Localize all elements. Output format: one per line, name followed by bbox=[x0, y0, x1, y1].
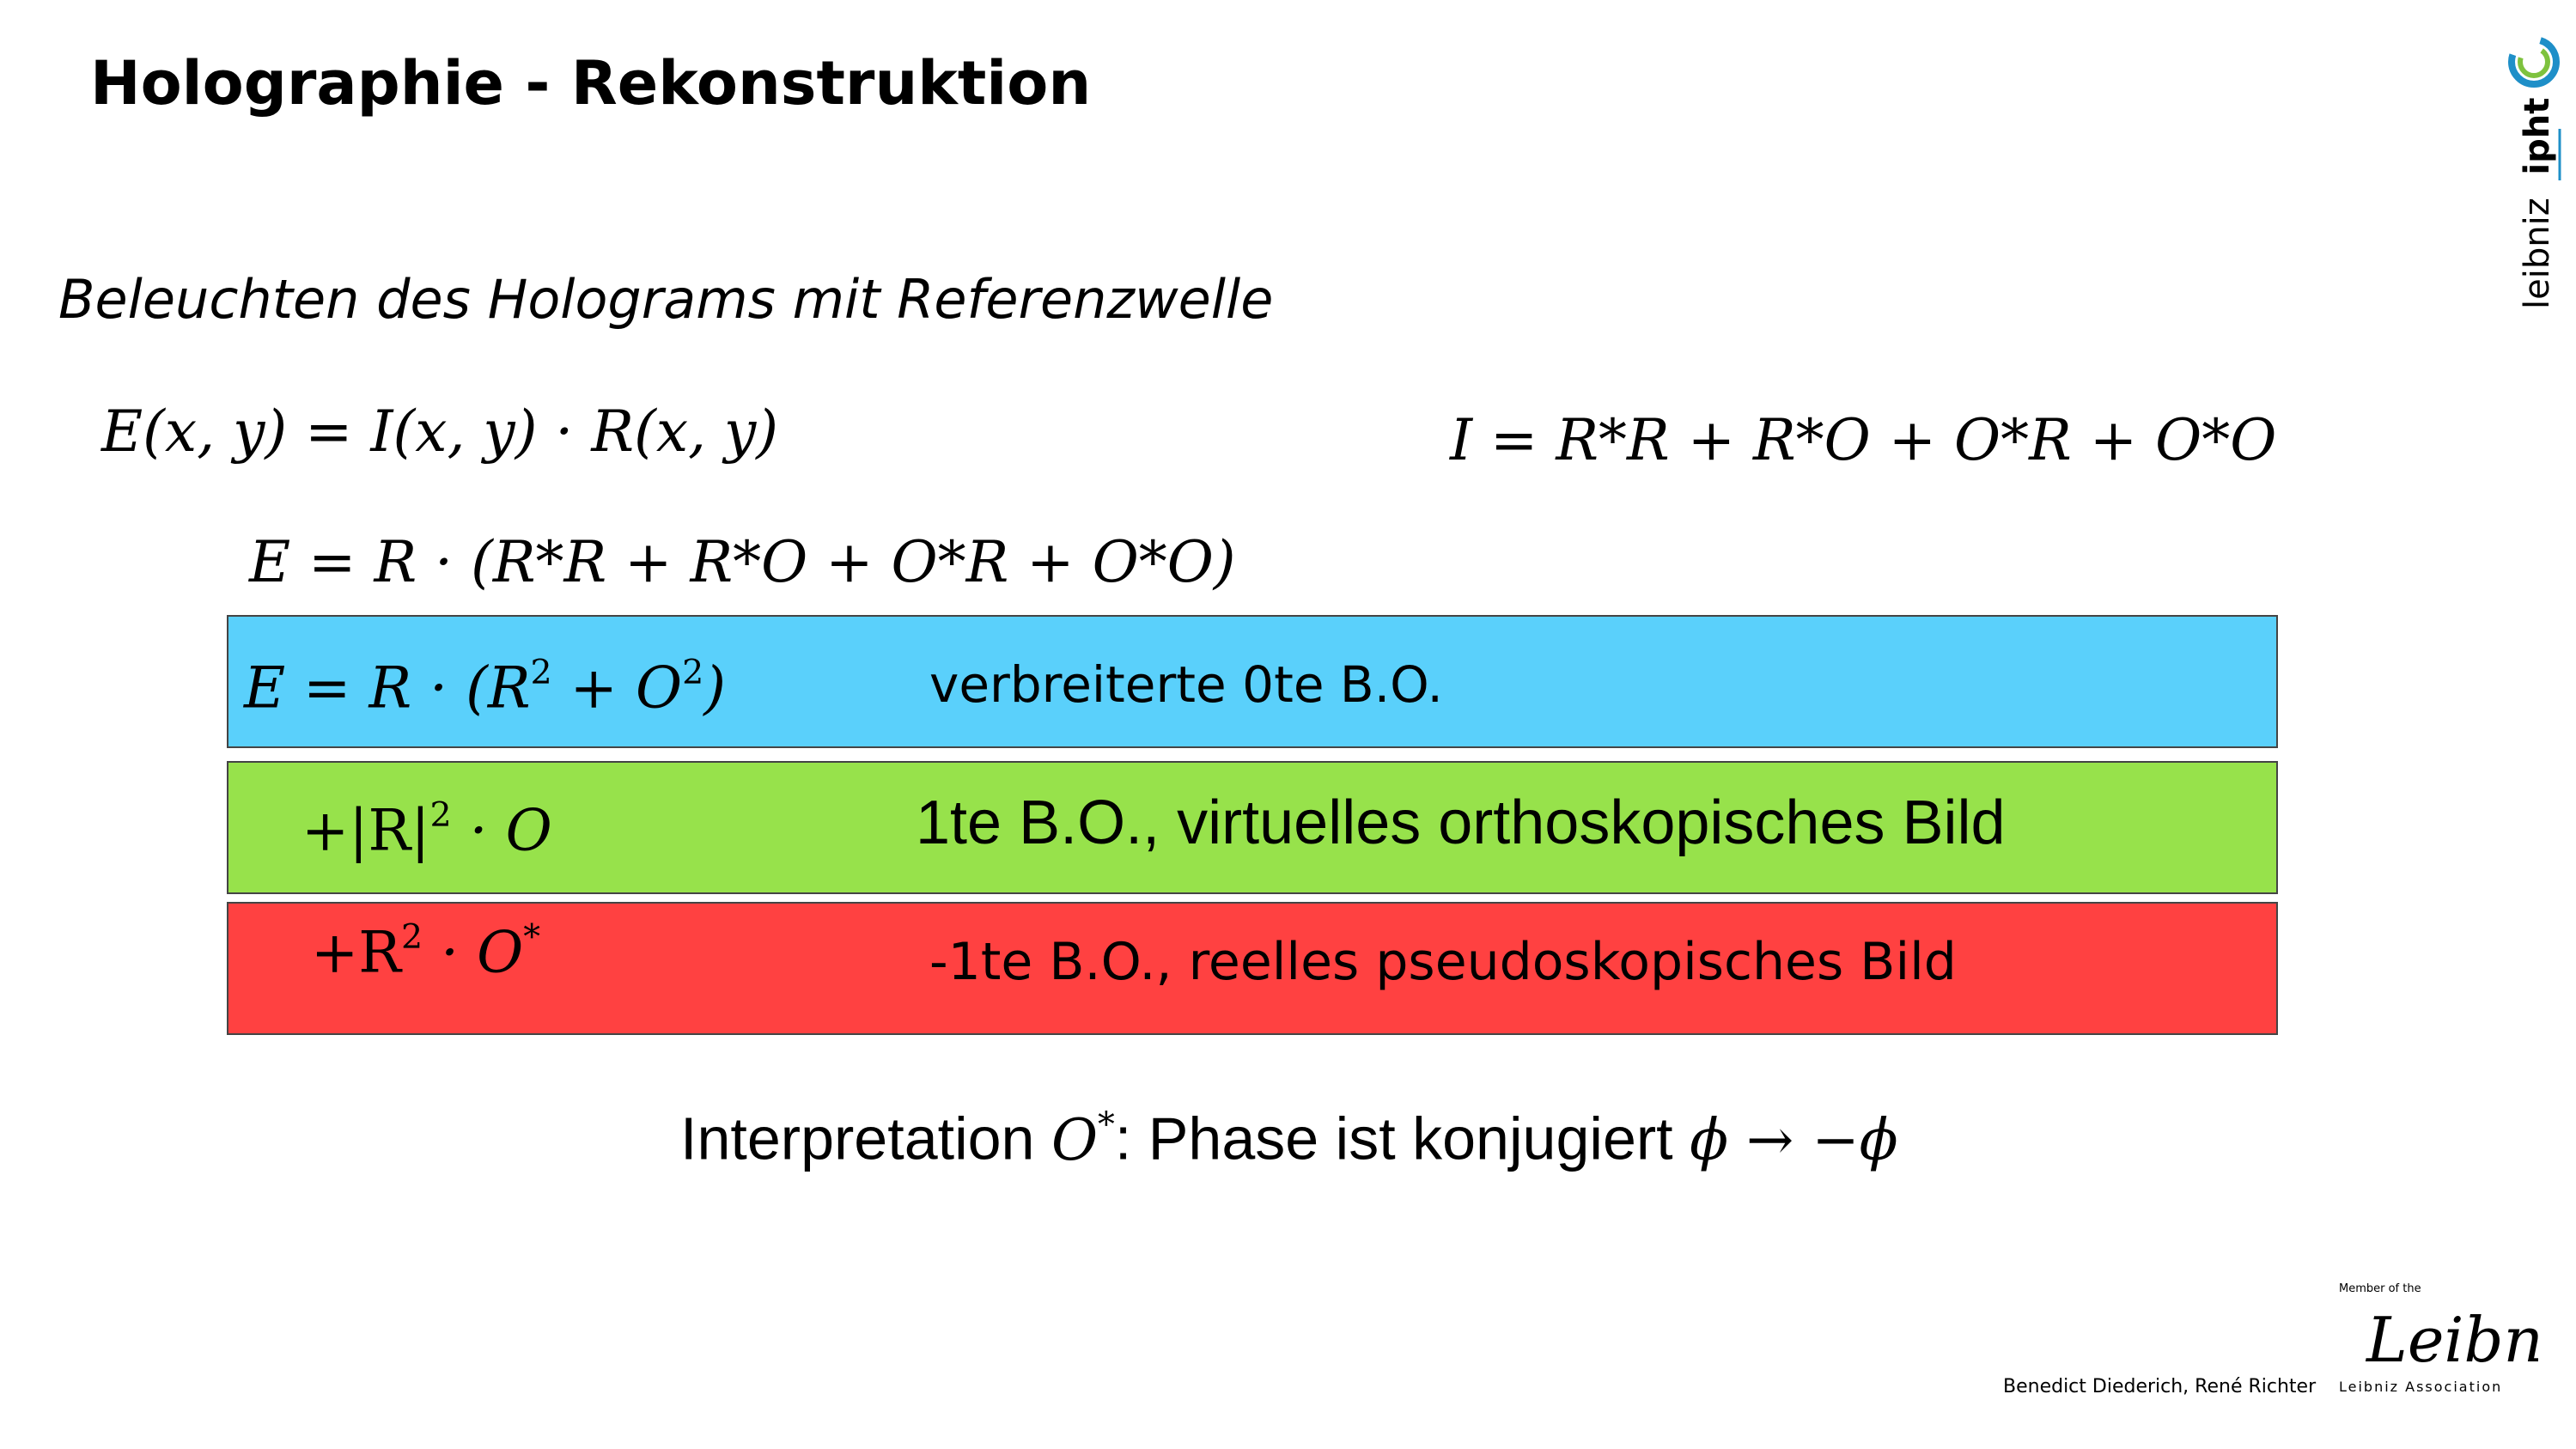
conjugate-symbol: O* bbox=[1050, 1105, 1115, 1173]
phase-arrow-math: ϕ → −ϕ bbox=[1690, 1106, 1898, 1173]
equation-expanded: E = R · (R*R + R*O + O*R + O*O) bbox=[249, 529, 1236, 595]
order-zero-equation: E = R · (R2 + O2) bbox=[244, 653, 727, 721]
order-one-equation: +|R|2 · O bbox=[301, 795, 552, 864]
slide-subtitle: Beleuchten des Holograms mit Referenzwel… bbox=[58, 268, 1274, 331]
author-footer: Benedict Diederich, René Richter bbox=[2003, 1376, 2317, 1397]
order-one-box: +|R|2 · O 1te B.O., virtuelles orthoskop… bbox=[227, 761, 2278, 894]
order-minus-one-box: +R2 · O* -1te B.O., reelles pseudoskopis… bbox=[227, 902, 2278, 1035]
svg-text:Member of the: Member of the bbox=[2339, 1282, 2421, 1295]
equation-field: E(x, y) = I(x, y) · R(x, y) bbox=[101, 399, 779, 465]
leibniz-ipht-logo: leibniz ipht bbox=[2508, 36, 2561, 309]
order-zero-box: E = R · (R2 + O2) verbreiterte 0te B.O. bbox=[227, 615, 2278, 748]
order-minus-one-equation: +R2 · O* bbox=[311, 917, 541, 986]
order-minus-one-label: -1te B.O., reelles pseudoskopisches Bild bbox=[929, 932, 1957, 992]
order-one-label: 1te B.O., virtuelles orthoskopisches Bil… bbox=[916, 788, 2006, 857]
leibniz-word: leibniz bbox=[2518, 198, 2557, 309]
svg-text:leibniz ipht: leibniz ipht bbox=[2518, 98, 2557, 309]
svg-text:Leibniz: Leibniz bbox=[2365, 1304, 2538, 1376]
svg-text:Leibniz Association: Leibniz Association bbox=[2339, 1379, 2502, 1395]
slide-title: Holographie - Rekonstruktion bbox=[90, 48, 1092, 119]
equation-intensity: I = R*R + R*O + O*R + O*O bbox=[1450, 407, 2277, 473]
interpretation-line: Interpretation O*: Phase ist konjugiert … bbox=[680, 1105, 1898, 1173]
order-zero-label: verbreiterte 0te B.O. bbox=[929, 655, 1443, 714]
leibniz-association-logo: Member of the Leibniz Leibniz Associatio… bbox=[2339, 1282, 2538, 1395]
